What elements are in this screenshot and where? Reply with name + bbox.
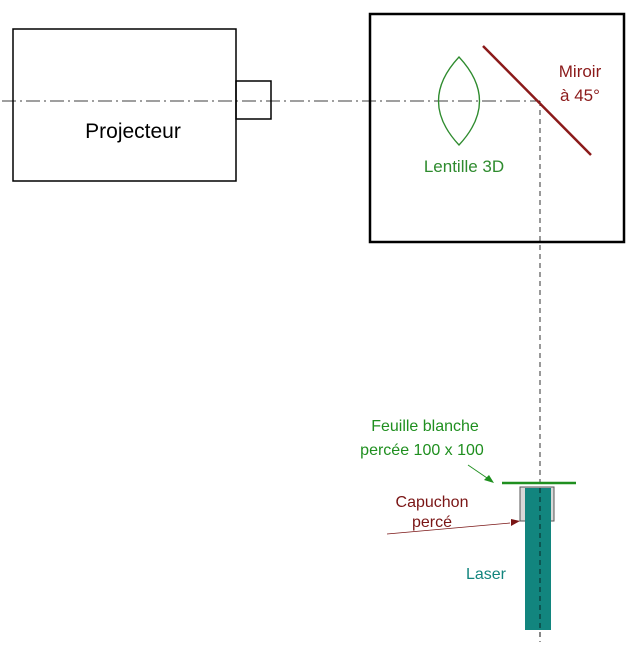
cap-label-line1: Capuchon xyxy=(396,494,469,511)
cap-label-line2: percé xyxy=(412,514,452,531)
sheet-pointer-arrow xyxy=(467,464,491,481)
cap-pointer-line xyxy=(386,522,511,535)
sheet-pointer-arrowhead xyxy=(484,475,494,483)
projector-lens-barrel xyxy=(235,80,272,120)
sheet-label-line2: percée 100 x 100 xyxy=(360,442,484,459)
enclosure-box xyxy=(368,12,626,244)
lens-label: Lentille 3D xyxy=(424,157,504,176)
cap-pointer-arrowhead xyxy=(511,519,520,526)
sheet-label-line1: Feuille blanche xyxy=(371,418,479,435)
projector-label: Projecteur xyxy=(85,120,181,143)
lens-3d-shape xyxy=(438,56,480,146)
mirror-label-line1: Miroir xyxy=(559,62,602,81)
laser-body xyxy=(525,488,551,630)
projector-body xyxy=(12,28,237,182)
mirror-label-line2: à 45° xyxy=(560,86,600,105)
mirror-45-line xyxy=(482,45,592,156)
laser-label: Laser xyxy=(466,566,507,583)
